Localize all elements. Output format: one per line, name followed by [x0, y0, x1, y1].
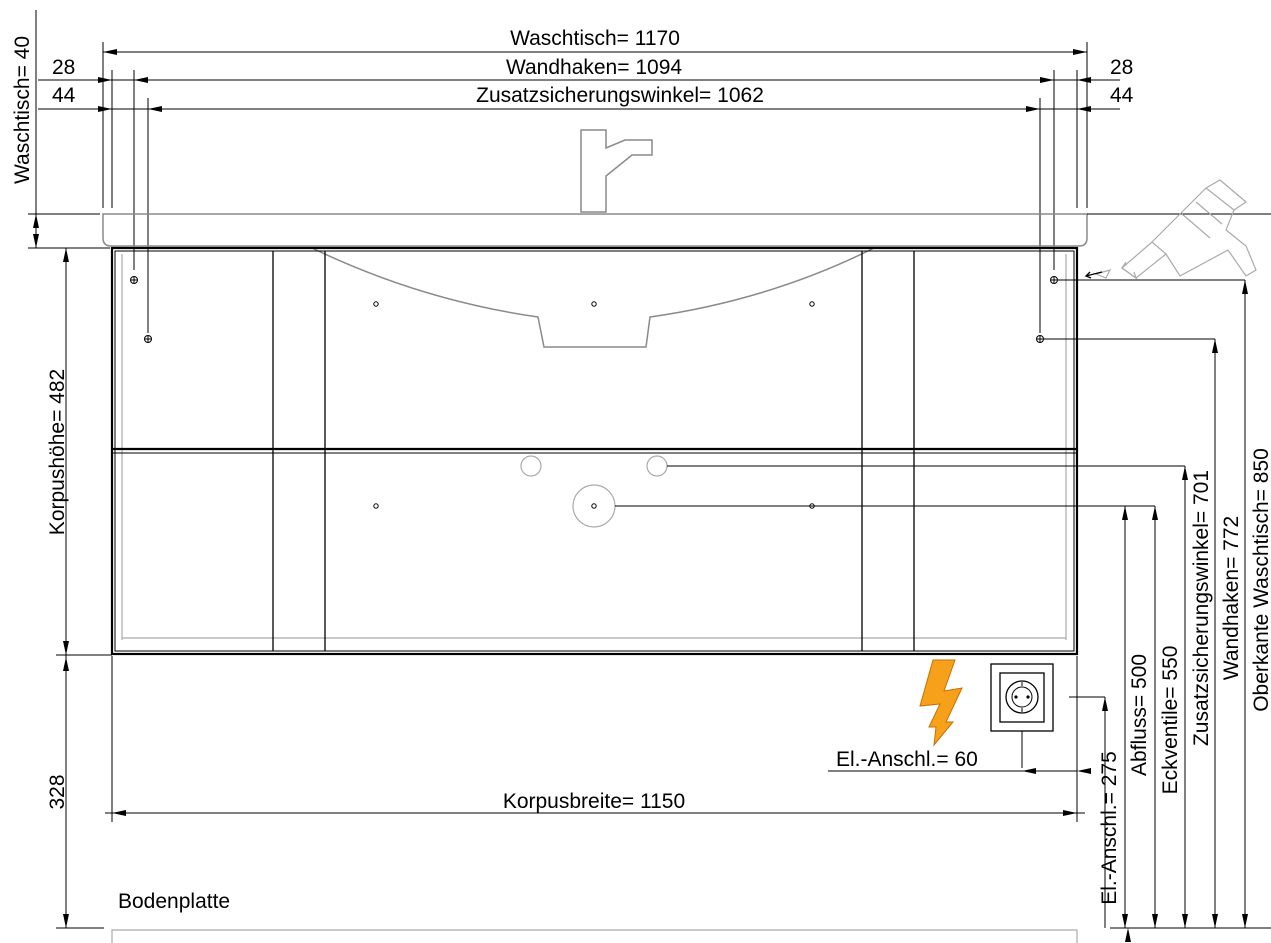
- dim-waschtisch-width: Waschtisch= 1170: [510, 27, 680, 50]
- right-dimensions: Oberkante Waschtisch= 850 Wandhaken= 772…: [1098, 280, 1271, 942]
- dim-waschtisch-thickness: Waschtisch= 40: [11, 36, 34, 184]
- safety-bracket-left: [144, 335, 152, 343]
- wall-hook-right: [1050, 276, 1058, 284]
- corner-valve-left: [520, 455, 542, 477]
- left-dimensions: Waschtisch= 40 Korpushöhe= 482 328: [11, 10, 112, 929]
- cabinet-body: [110, 246, 1079, 656]
- lightning-icon: [919, 659, 963, 747]
- washbasin-top: [102, 129, 1271, 348]
- safety-bracket-right: [1036, 335, 1044, 343]
- top-dimensions: Waschtisch= 1170 Wandhaken= 1094 28 28 Z…: [38, 27, 1134, 333]
- dim-left-28: 28: [52, 56, 75, 79]
- basin-bowl: [311, 247, 875, 348]
- socket-area: El.-Anschl.= 60: [828, 659, 1091, 780]
- leader-lines: [615, 279, 1245, 698]
- dim-oberkante: Oberkante Waschtisch= 850: [1250, 448, 1271, 712]
- corner-valve-right: [646, 455, 668, 477]
- dim-abfluss: Abfluss= 500: [1128, 654, 1151, 776]
- dim-floor-gap: 328: [46, 774, 69, 809]
- dim-el-anschl-horizontal: El.-Anschl.= 60: [836, 748, 978, 771]
- wall-hook-left: [130, 276, 138, 284]
- dim-korpushoehe: Korpushöhe= 482: [46, 369, 69, 535]
- dim-korpusbreite: Korpusbreite= 1150: [503, 790, 685, 813]
- dim-wandhaken-height: Wandhaken= 772: [1220, 516, 1243, 680]
- dim-right-28: 28: [1110, 56, 1133, 79]
- glue-gun-icon: [1084, 179, 1257, 280]
- faucet-icon: [580, 129, 653, 213]
- dim-wandhaken-width: Wandhaken= 1094: [506, 56, 682, 79]
- dim-zusatz-width: Zusatzsicherungswinkel= 1062: [476, 84, 764, 107]
- dim-right-44: 44: [1110, 84, 1134, 107]
- label-bodenplatte: Bodenplatte: [118, 890, 230, 913]
- dim-eckventile: Eckventile= 550: [1159, 646, 1182, 795]
- drain-opening: [572, 484, 616, 528]
- dim-zusatz-height: Zusatzsicherungswinkel= 701: [1190, 470, 1213, 746]
- floor-plate: Bodenplatte: [111, 890, 1078, 943]
- dim-left-44: 44: [52, 84, 76, 107]
- korpusbreite-dimension: Korpusbreite= 1150: [105, 656, 1085, 822]
- dim-el-anschl-height: El.-Anschl.= 275: [1098, 751, 1121, 905]
